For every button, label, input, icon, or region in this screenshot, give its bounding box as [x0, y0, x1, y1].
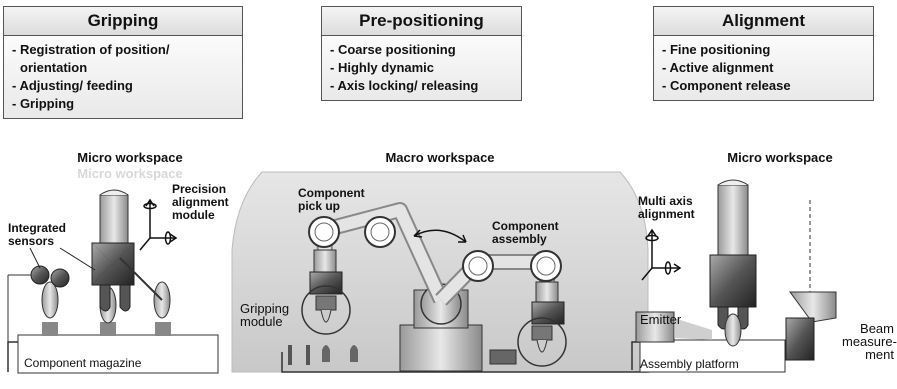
label-component-assembly: Component assembly — [492, 219, 559, 246]
phase-gripping: Gripping - Registration of position/ ori… — [3, 6, 243, 119]
phase-title-gripping: Gripping — [3, 6, 243, 36]
label-component-magazine: Component magazine — [24, 356, 142, 370]
workspace-label-center: Macro workspace — [385, 150, 495, 165]
list-item: - Gripping — [12, 96, 75, 111]
label-integrated-sensors: Integrated sensors — [8, 221, 67, 248]
phase-list-alignment: - Fine positioning - Active alignment - … — [653, 36, 874, 101]
label-precision-module: Precision alignment module — [172, 182, 229, 222]
phase-alignment: Alignment - Fine positioning - Active al… — [653, 6, 874, 101]
label-beam-measurement: Beam measure- ment — [842, 321, 897, 362]
list-item: - Coarse positioning — [330, 42, 456, 57]
phase-title-pre-positioning: Pre-positioning — [321, 6, 522, 36]
workspace-label-right: Micro workspace — [727, 150, 833, 165]
workspace-label-left-ghost: Micro workspace — [77, 166, 183, 181]
phase-list-pre-positioning: - Coarse positioning - Highly dynamic - … — [321, 36, 522, 101]
phase-list-gripping: - Registration of position/ orientation … — [3, 36, 243, 119]
list-item: - Active alignment — [662, 60, 774, 75]
motion-arrow — [413, 229, 467, 243]
label-multi-axis: Multi axis alignment — [638, 194, 695, 221]
list-item: - Axis locking/ releasing — [330, 78, 479, 93]
workspace-label-left: Micro workspace — [77, 150, 183, 165]
label-component-pick-up: Component pick up — [298, 186, 365, 213]
phase-pre-positioning: Pre-positioning - Coarse positioning - H… — [321, 6, 522, 101]
list-item: - Registration of position/ — [12, 42, 170, 57]
list-item: - Highly dynamic — [330, 60, 435, 75]
list-item: - Component release — [662, 78, 791, 93]
label-assembly-platform: Assembly platform — [640, 357, 739, 371]
axis-gizmo-left — [139, 198, 178, 251]
axis-gizmo-right — [641, 228, 682, 281]
label-gripping-module: Gripping module — [240, 301, 290, 329]
list-item: - Fine positioning — [662, 42, 771, 57]
label-emitter: Emitter — [640, 312, 682, 327]
list-item: - Adjusting/ feeding — [12, 78, 133, 93]
list-item: orientation — [20, 60, 88, 75]
phase-title-alignment: Alignment — [653, 6, 874, 36]
